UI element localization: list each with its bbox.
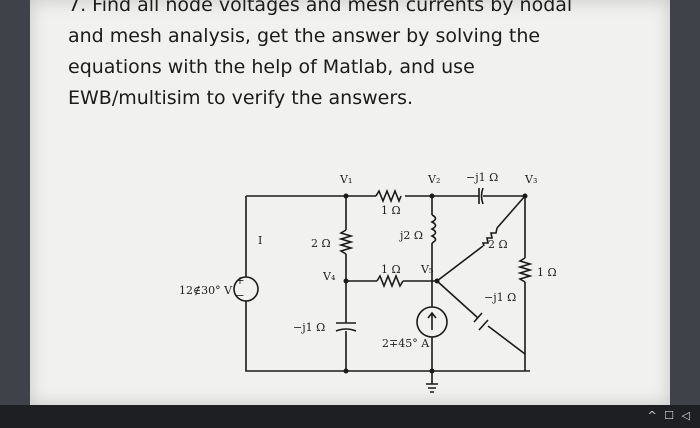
capacitor-top [475,187,487,205]
wire-left [245,196,530,372]
voltage-source-circle [233,276,259,302]
label-cap-diag: −j1 Ω [484,291,516,304]
label-r-mid: 1 Ω [381,263,401,276]
label-r-right: 1 Ω [537,266,557,279]
label-current-source: 2∓45° A [382,337,430,350]
minus-sign: − [235,289,244,302]
photographed-screen [30,0,670,405]
resistor-top-1ohm [375,188,402,204]
label-mesh: I [258,234,262,247]
wire-diag-upper [436,195,526,282]
circuit-diagram: + − V₁ V₂ V₃ V₄ V₅ 12∉30° V 2∓45° A I 1 … [179,171,557,393]
resistor-mid-1ohm [376,273,404,289]
taskbar [0,405,700,428]
question-line-1: 7. Find all node voltages and mesh curre… [68,0,573,16]
plus-sign: + [235,274,244,287]
label-v5: V₅ [420,263,433,276]
question-line-2: and mesh analysis, get the answer by sol… [68,25,541,47]
capacitor-diag [473,312,489,331]
question-line-4: EWB/multisim to verify the answers. [68,87,414,109]
label-r-diag: 2 Ω [488,238,508,251]
resistor-right-1ohm [517,257,533,283]
label-r-left: 2 Ω [311,237,331,250]
label-ind-mid: j2 Ω [398,229,423,242]
label-v2: V₂ [427,173,440,186]
label-voltage-source: 12∉30° V [179,284,233,297]
capacitor-left [335,322,357,332]
system-tray-icons[interactable]: ^ ☐ ◁ [647,409,692,422]
label-cap-left: −j1 Ω [293,321,325,334]
label-v3: V₃ [524,173,537,186]
resistor-2ohm [338,229,354,255]
ground-symbol [426,383,438,393]
current-source-circle [416,306,448,338]
question-line-3: equations with the help of Matlab, and u… [68,56,475,78]
wire-diag-lower [436,280,526,355]
resistor-diag-2ohm [481,227,498,247]
inductor-j2 [430,214,437,244]
label-v4: V₄ [322,270,336,283]
label-v1: V₁ [339,173,352,186]
label-cap-top: −j1 Ω [466,171,498,184]
label-r-top: 1 Ω [381,204,401,217]
current-source-arrow [427,311,437,330]
